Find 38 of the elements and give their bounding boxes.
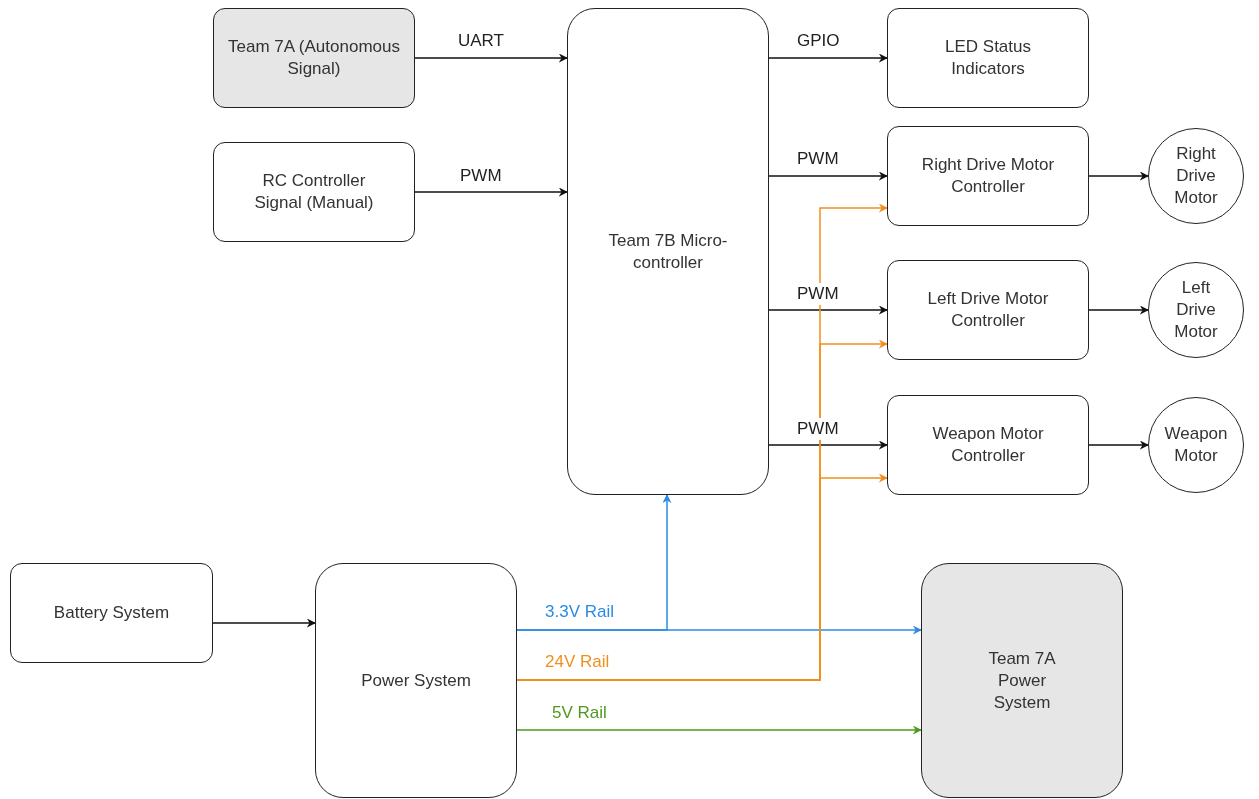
process-box: [887, 8, 1089, 108]
process-box: [887, 260, 1089, 360]
node-label: Team 7A (Autonomous Signal): [227, 36, 401, 80]
node-label: Left Drive Motor Controller: [926, 288, 1050, 332]
arrow: [768, 171, 888, 181]
node-label: RC Controller Signal (Manual): [253, 170, 375, 214]
edge-label: PWM: [795, 283, 841, 305]
node-label: Power System: [361, 669, 471, 692]
edge-label: PWM: [795, 418, 841, 440]
arrow: [212, 618, 316, 628]
arrow: [516, 473, 888, 681]
arrow: [414, 187, 568, 197]
process-box: [10, 563, 213, 663]
arrow: [1088, 440, 1149, 450]
node-label: LED Status Indicators: [944, 36, 1032, 80]
process-box: [315, 563, 517, 798]
arrow: [516, 725, 922, 735]
node-label: Team 7A Power System: [987, 647, 1057, 714]
node-label: Left Drive Motor: [1173, 277, 1219, 343]
arrow: [414, 53, 568, 63]
node-label: Right Drive Motor Controller: [920, 154, 1056, 198]
arrow: [768, 53, 888, 63]
arrow: [768, 305, 888, 315]
process-box: [887, 395, 1089, 495]
arrow: [1088, 305, 1149, 315]
node-label: Weapon Motor Controller: [931, 423, 1045, 467]
process-box: [213, 142, 415, 242]
process-box: [887, 126, 1089, 226]
node-label: Weapon Motor: [1163, 423, 1229, 467]
node-label: Battery System: [53, 602, 170, 624]
arrow: [516, 625, 922, 635]
node-label: Right Drive Motor: [1173, 143, 1219, 209]
node-label: Team 7B Micro-controller: [607, 229, 729, 274]
process-box: [213, 8, 415, 108]
process-box: [567, 8, 769, 495]
arrow: [768, 440, 888, 450]
process-box: [921, 563, 1123, 798]
arrow: [1088, 171, 1149, 181]
